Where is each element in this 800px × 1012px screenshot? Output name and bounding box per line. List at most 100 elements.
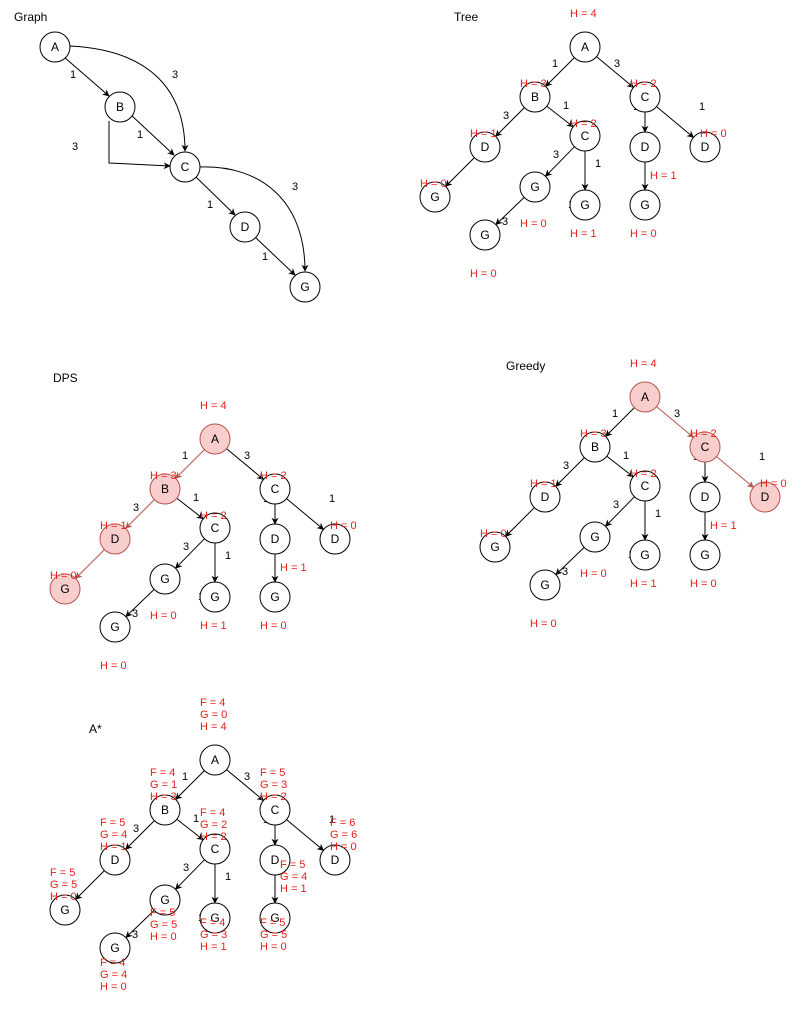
node-heuristic: H = 0 [100,660,127,672]
node-heuristic: H = 1 [710,520,737,532]
node-label: G [590,530,599,544]
edge-weight: 1 [207,199,213,211]
tree-node: G [259,581,291,613]
tree-node: G [569,189,601,221]
tree-edge [445,157,475,187]
node-label: G [700,548,709,562]
node-heuristic: H = 3 [520,78,547,90]
node-heuristic: H = 0 [260,620,287,632]
node-label: G [480,228,489,242]
node-label: G [110,941,119,955]
tree-node: A [629,381,661,413]
tree-node: G [629,539,661,571]
edge-weight: 3 [563,460,569,472]
node-label: C [641,90,650,104]
tree-node: B [149,794,181,826]
tree-edge [555,547,585,576]
node-heuristic: H = 0 [50,570,77,582]
tree-node: G [479,531,511,563]
edge-weight: 1 [193,813,199,825]
node-label: D [241,220,250,234]
tree-node: A [199,744,231,776]
node-heuristic: F = 5 [260,917,285,929]
graph-node-b: B [104,91,136,123]
edge-weight: 3 [674,408,680,420]
tree-node: D [319,523,351,555]
edge-weight: 3 [292,181,298,193]
tree-node: G [99,932,131,964]
edge-weight: 3 [172,69,178,81]
tree-node: C [259,794,291,826]
node-label: D [641,140,650,154]
graph-edge-b-c [130,114,175,156]
node-label: C [701,440,710,454]
node-label: C [181,160,190,174]
edge-weight: 3 [183,862,189,874]
node-label: G [300,280,309,294]
edge-weight: 1 [595,158,601,170]
edge-weight: 3 [614,58,620,70]
node-heuristic: F = 5 [280,859,305,871]
tree-edge [125,910,155,939]
node-heuristic: H = 1 [100,520,127,532]
tree-edge [175,770,205,800]
tree-node: G [49,573,81,605]
tree-edge [226,769,265,801]
tree-node: G [579,521,611,553]
node-label: G [270,590,279,604]
tree-node: B [519,81,551,113]
node-label: G [640,548,649,562]
node-heuristic: G = 1 [150,779,177,791]
tree-edge [226,448,265,480]
edge-weight: 1 [182,771,188,783]
tree-node: D [629,131,661,163]
edge-weight: 1 [225,871,231,883]
node-label: G [210,590,219,604]
node-heuristic: H = 0 [420,178,447,190]
tree-edge [656,406,695,438]
tree-node: A [569,31,601,63]
edge-weight: 3 [183,541,189,553]
node-heuristic: H = 2 [690,428,717,440]
node-label: G [160,572,169,586]
tree-edge [495,197,525,226]
tree-edge [606,455,634,478]
node-heuristic: G = 6 [330,829,357,841]
graph-node-d: D [229,211,261,243]
tree-edge [716,456,755,488]
node-heuristic: F = 5 [150,907,175,919]
tree-node: G [199,902,231,934]
edge-weight: 3 [244,771,250,783]
node-label: D [701,140,710,154]
graph-diagram: 1 3 1 3 1 3 1 A B C D G [39,31,321,303]
graph-edge-b-c-alt [108,121,171,170]
node-heuristic: H = 2 [570,118,597,130]
tree-title: Tree [454,10,479,24]
node-heuristic: H = 2 [200,831,227,843]
node-heuristic: G = 3 [260,779,287,791]
edge-weight: 1 [193,492,199,504]
greedy-title: Greedy [506,359,545,373]
graph-node-g: G [289,271,321,303]
tree-edge [286,498,325,530]
tree-edge [176,818,204,841]
tree-node: G [49,894,81,926]
tree-node: C [629,81,661,113]
node-heuristic: G = 5 [50,879,77,891]
tree-node: B [149,473,181,505]
edge-weight: 3 [562,566,568,578]
node-heuristic: H = 0 [150,931,177,943]
node-heuristic: H = 1 [630,578,657,590]
node-heuristic: H = 0 [100,981,127,993]
edge-weight: 3 [132,929,138,941]
tree-node: D [259,523,291,555]
node-heuristic: G = 4 [100,829,127,841]
tree-edge [175,859,205,890]
edge-weight: 3 [133,823,139,835]
edge-weight: 3 [553,149,559,161]
tree-edge [596,56,635,88]
tree-node: D [99,523,131,555]
node-heuristic: G = 4 [280,871,307,883]
node-label: D [331,853,340,867]
astar-diagram: 1331131131ABCDCDGGDGGGF = 4G = 0H = 4F =… [49,697,357,993]
